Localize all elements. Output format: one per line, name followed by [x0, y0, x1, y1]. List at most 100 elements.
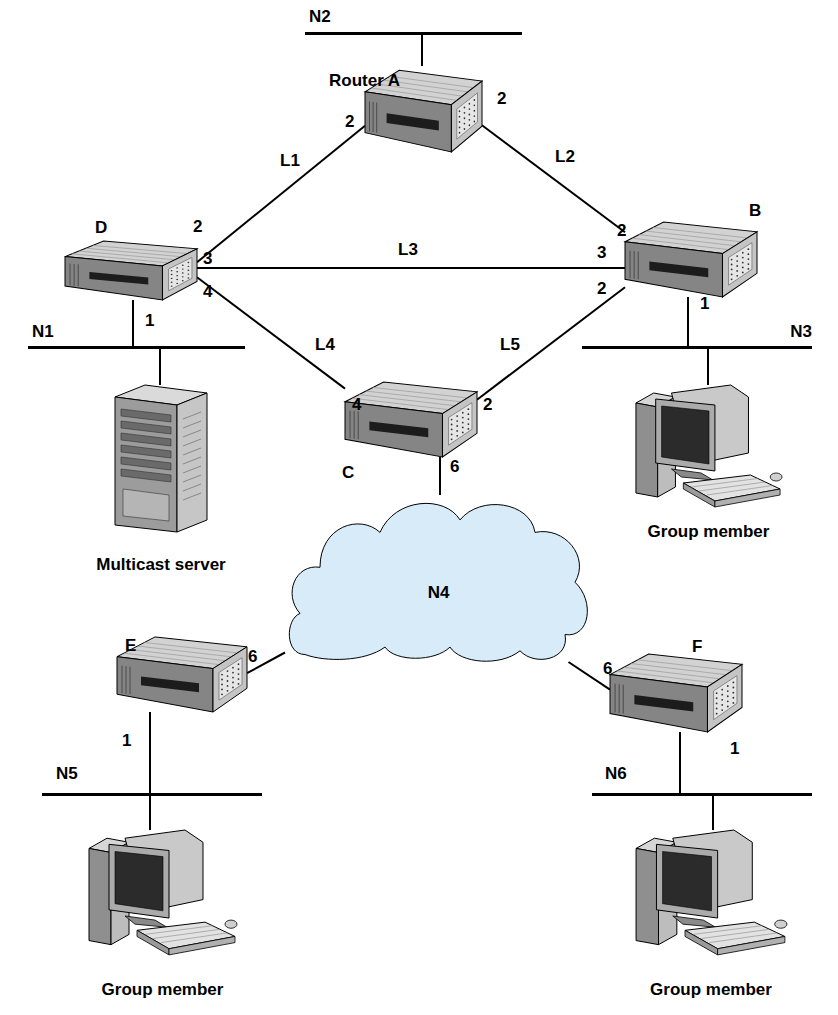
- router-part: [187, 262, 189, 263]
- server-part: [183, 457, 201, 464]
- host-part: [691, 479, 758, 488]
- router-part: [182, 268, 184, 269]
- router-part: [451, 424, 453, 426]
- router-part: [238, 663, 240, 665]
- link-label: L3: [398, 241, 418, 259]
- port-number: 6: [450, 458, 459, 476]
- router-part: [451, 429, 453, 431]
- router-part: [122, 666, 123, 694]
- router-part: [376, 103, 377, 133]
- router-part: [469, 103, 471, 105]
- router-part: [131, 650, 226, 661]
- network-link: [197, 126, 365, 263]
- router-part: [232, 672, 234, 674]
- host-part: [656, 399, 715, 471]
- host-part: [673, 916, 716, 927]
- router-part: [232, 677, 234, 679]
- router-part: [373, 102, 374, 132]
- router-part: [727, 690, 729, 692]
- host-part: [671, 469, 712, 480]
- router-node: C: [345, 378, 477, 457]
- router-part: [467, 428, 469, 430]
- port-number: 6: [248, 648, 257, 666]
- host-part: [636, 403, 658, 497]
- router-part: [464, 117, 466, 119]
- router-part: [731, 264, 733, 266]
- router-part: [732, 681, 734, 683]
- router-part: [736, 265, 738, 267]
- server-node: Multicast server: [115, 385, 207, 532]
- router-part: [171, 274, 173, 275]
- router-part: [727, 700, 729, 702]
- router-part: [459, 116, 461, 118]
- server-label: Multicast server: [96, 556, 225, 574]
- router-part: [182, 272, 184, 273]
- port-number: 1: [145, 312, 154, 330]
- router-part: [464, 123, 466, 125]
- router-part: [716, 713, 718, 715]
- router-part: [462, 432, 464, 434]
- host-part: [145, 926, 213, 935]
- router-part: [171, 270, 173, 271]
- bar-node: N1: [28, 346, 245, 349]
- router-shape: [610, 650, 742, 732]
- router-part: [615, 684, 616, 713]
- router-part: [144, 642, 237, 652]
- server-part: [183, 466, 201, 473]
- router-part: [456, 420, 458, 422]
- router-part: [732, 702, 734, 704]
- router-part: [727, 695, 729, 697]
- router-part: [89, 272, 148, 284]
- port-number: 2: [483, 396, 492, 414]
- bar-node: N6: [592, 793, 812, 796]
- network-link: [439, 457, 441, 495]
- router-part: [722, 232, 757, 297]
- router-part: [117, 657, 213, 712]
- server-part: [177, 393, 207, 532]
- router-part: [742, 257, 744, 259]
- router-shape: [625, 218, 757, 297]
- router-part: [624, 667, 720, 679]
- host-part: [770, 473, 782, 481]
- server-part: [121, 421, 171, 434]
- host-node: Group member: [85, 830, 240, 960]
- router-part: [732, 687, 734, 689]
- router-part: [176, 275, 178, 276]
- router-part: [187, 273, 189, 274]
- cloud-label: N4: [428, 584, 450, 602]
- router-part: [721, 694, 723, 696]
- router-part: [716, 692, 718, 694]
- router-part: [610, 675, 707, 732]
- host-part: [115, 851, 163, 910]
- router-part: [653, 227, 748, 237]
- port-number: 2: [193, 218, 202, 236]
- router-part: [474, 121, 476, 123]
- router-shape: [117, 633, 247, 712]
- network-link: [149, 712, 151, 793]
- router-part: [232, 682, 234, 684]
- network-link: [482, 125, 625, 232]
- router-part: [369, 101, 370, 131]
- router-part: [649, 261, 708, 277]
- router-part: [729, 243, 752, 285]
- link-label: L4: [315, 336, 335, 354]
- server-part: [183, 448, 201, 455]
- router-part: [451, 419, 453, 421]
- router-part: [474, 99, 476, 101]
- router-label: D: [95, 219, 107, 237]
- router-part: [747, 248, 749, 250]
- host-part: [161, 933, 228, 943]
- host-part: [701, 929, 769, 938]
- router-part: [731, 273, 733, 275]
- router-part: [731, 278, 733, 280]
- router-part: [354, 411, 355, 439]
- router-part: [721, 704, 723, 706]
- router-part: [619, 684, 620, 713]
- server-part: [121, 445, 171, 458]
- router-part: [451, 81, 482, 152]
- network-link: [197, 267, 625, 269]
- router-part: [716, 697, 718, 699]
- server-part: [123, 489, 169, 521]
- host-shape: [632, 830, 790, 960]
- router-part: [714, 676, 737, 720]
